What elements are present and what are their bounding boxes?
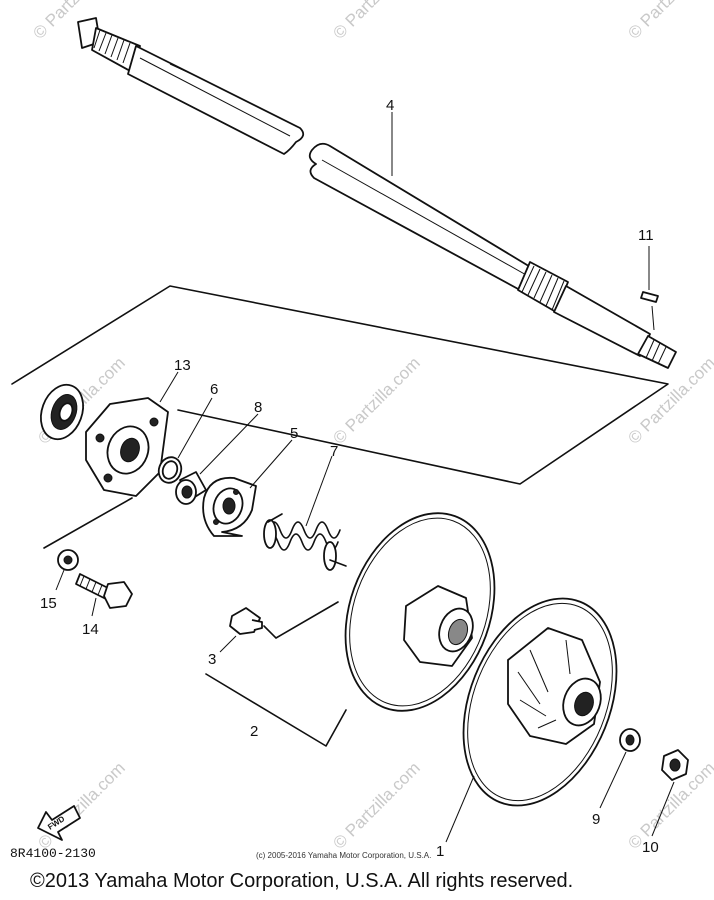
nut-part-10 xyxy=(661,749,689,781)
callout-2: 2 xyxy=(250,723,258,740)
callout-7: 7 xyxy=(330,443,338,460)
exploded-bracket xyxy=(11,285,669,485)
callout-13: 13 xyxy=(174,357,191,374)
bearing xyxy=(40,383,84,441)
key-part-11 xyxy=(640,291,659,303)
callout-5: 5 xyxy=(290,425,298,442)
watermark: © Partzilla.com xyxy=(624,0,714,43)
watermark: © Partzilla.com xyxy=(329,353,423,447)
watermark: © Partzilla.com xyxy=(329,0,423,43)
drawing-code: 8R4100-2130 xyxy=(10,846,96,861)
spring-part-7 xyxy=(263,513,347,571)
callout-1: 1 xyxy=(436,843,444,860)
watermark: © Partzilla.com xyxy=(34,758,128,852)
fixed-sheave-part-1 xyxy=(462,597,618,807)
small-copyright: (c) 2005-2016 Yamaha Motor Corporation, … xyxy=(256,851,432,860)
callout-6: 6 xyxy=(210,381,218,398)
callouts: 4 11 13 6 8 5 7 15 14 3 2 1 9 10 xyxy=(40,97,659,860)
callout-15: 15 xyxy=(40,595,57,612)
collar-part-8 xyxy=(175,471,207,505)
flange-plate-part-13 xyxy=(85,397,169,497)
callout-4: 4 xyxy=(386,97,394,114)
callout-8: 8 xyxy=(254,399,262,416)
bolt-part-14 xyxy=(75,573,133,609)
callout-9: 9 xyxy=(592,811,600,828)
callout-14: 14 xyxy=(82,621,99,638)
callout-11: 11 xyxy=(638,227,654,244)
callout-10: 10 xyxy=(642,839,659,856)
slider-part-3 xyxy=(229,607,263,635)
shaft-upper xyxy=(77,17,305,155)
callout-3: 3 xyxy=(208,651,216,668)
sliding-sheave-part-2 xyxy=(344,512,496,712)
cam-part-5 xyxy=(202,476,257,537)
watermark: © Partzilla.com xyxy=(329,758,423,852)
leader-lines xyxy=(43,112,675,843)
main-copyright: ©2013 Yamaha Motor Corporation, U.S.A. A… xyxy=(30,870,574,892)
shaft-lower xyxy=(308,142,677,369)
fwd-arrow-icon: FWD xyxy=(37,805,81,841)
